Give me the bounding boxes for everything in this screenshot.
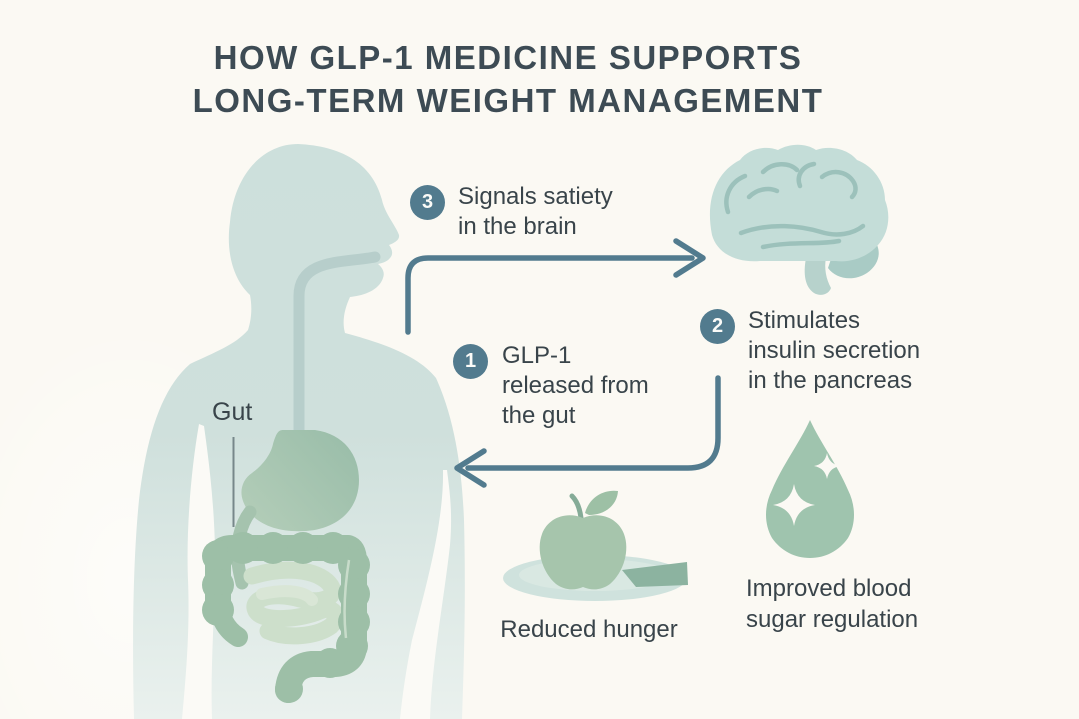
caption-line: sugar regulation — [746, 606, 919, 633]
step-3-label: Signals satiety in the brain — [458, 182, 613, 242]
step-label-line: GLP-1 — [502, 342, 572, 369]
step-label-line: released from — [502, 372, 649, 399]
step-2-badge: 2 — [700, 309, 735, 344]
page-title: HOW GLP-1 MEDICINE SUPPORTS LONG-TERM WE… — [193, 36, 824, 122]
step-1-label: GLP-1 released from the gut — [502, 341, 649, 431]
step-label-line: in the brain — [458, 213, 577, 240]
reduced-hunger-caption: Reduced hunger — [500, 616, 678, 643]
apple-plate-knife-icon — [503, 490, 688, 601]
arrow-to-gut — [454, 375, 721, 488]
title-line-2: LONG-TERM WEIGHT MANAGEMENT — [192, 82, 824, 119]
step-3-badge: 3 — [410, 185, 445, 220]
gut-label: Gut — [212, 398, 253, 426]
step-1-badge: 1 — [453, 344, 488, 379]
brain-icon — [709, 144, 889, 295]
step-label-line: the gut — [502, 402, 576, 429]
step-label-line: Stimulates — [748, 307, 861, 334]
step-label-line: insulin secretion — [748, 337, 921, 364]
apple-icon — [539, 490, 627, 590]
droplet-sparkle-icon — [766, 420, 854, 558]
title-line-1: HOW GLP-1 MEDICINE SUPPORTS — [213, 39, 803, 76]
step-2-label: Stimulates insulin secretion in the panc… — [748, 306, 920, 396]
sparkle-icon — [814, 453, 840, 479]
step-label-line: Signals satiety — [458, 183, 613, 210]
caption-line: Improved blood — [746, 575, 912, 602]
esophagus — [293, 251, 381, 438]
improved-blood-sugar-caption: Improved blood sugar regulation — [746, 573, 918, 635]
left-arm-gap-highlight — [182, 424, 216, 719]
step-3: 3 Signals satiety in the brain — [410, 182, 613, 242]
knife-icon — [622, 562, 688, 587]
sparkle-icon — [773, 484, 815, 526]
right-arm-gap-highlight — [400, 470, 452, 719]
arrow-to-brain — [405, 238, 706, 335]
step-2: 2 Stimulates insulin secretion in the pa… — [700, 306, 920, 396]
large-intestine-icon — [202, 532, 370, 703]
step-label-line: in the pancreas — [748, 367, 913, 394]
step-1: 1 GLP-1 released from the gut — [453, 341, 649, 431]
small-intestine-icon — [243, 561, 345, 645]
